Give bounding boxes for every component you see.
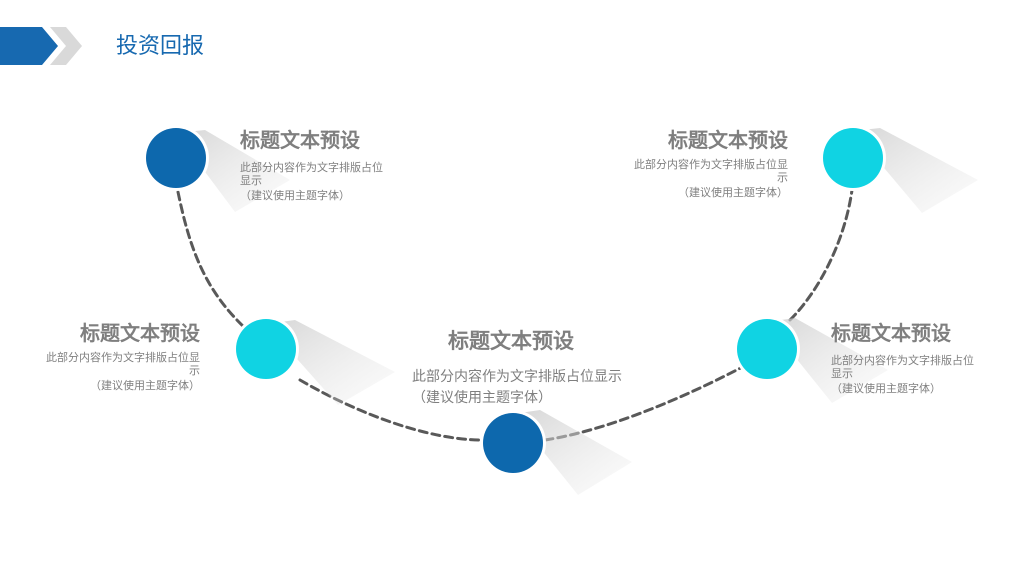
item-title: 标题文本预设 [831, 321, 951, 345]
node-shadow [266, 320, 395, 405]
item-block-4: 标题文本预设 此部分内容作为文字排版占位显示 （建议使用主题字体） [831, 317, 991, 395]
item-desc: 此部分内容作为文字排版占位显示 [831, 354, 974, 380]
item-block-1: 标题文本预设 此部分内容作为文字排版占位显示 （建议使用主题字体） [240, 124, 400, 202]
page-title: 投资回报 [116, 34, 205, 59]
item-desc: 此部分内容作为文字排版占位显示 [634, 158, 788, 184]
item-note: （建议使用主题字体） [412, 390, 552, 406]
item-note: （建议使用主题字体） [90, 379, 200, 392]
item-desc: 此部分内容作为文字排版占位显示 [240, 161, 383, 187]
header-chevron-gray-icon [50, 27, 82, 65]
item-desc: 此部分内容作为文字排版占位显示 [46, 351, 200, 377]
item-note: （建议使用主题字体） [240, 189, 350, 202]
item-block-2: 标题文本预设 此部分内容作为文字排版占位显示 （建议使用主题字体） [40, 317, 200, 392]
item-title: 标题文本预设 [80, 321, 200, 345]
item-block-5: 标题文本预设 此部分内容作为文字排版占位显示 （建议使用主题字体） [628, 124, 788, 199]
header-chevron-blue-icon [0, 27, 58, 65]
item-title: 标题文本预设 [240, 128, 360, 152]
item-note: （建议使用主题字体） [678, 186, 788, 199]
item-note: （建议使用主题字体） [831, 382, 941, 395]
item-title: 标题文本预设 [448, 329, 574, 353]
item-block-3: 标题文本预设 此部分内容作为文字排版占位显示 （建议使用主题字体） [412, 325, 627, 409]
item-desc: 此部分内容作为文字排版占位显示 [412, 369, 622, 385]
item-title: 标题文本预设 [668, 128, 788, 152]
dashed-path [176, 188, 854, 442]
